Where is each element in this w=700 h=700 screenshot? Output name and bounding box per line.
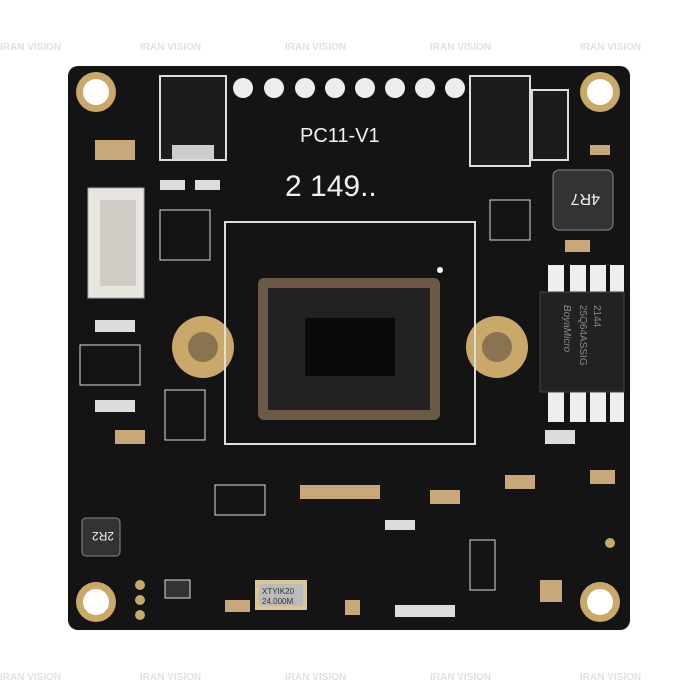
flash-chip-date: 2144 <box>591 305 602 328</box>
watermark-text: IRAN VISION <box>140 42 201 53</box>
smd-components <box>79 140 615 620</box>
watermark-text: IRAN VISION <box>140 672 201 683</box>
inductor-4r7 <box>552 169 614 231</box>
sensor-outline <box>224 221 476 445</box>
inductor-top-label: 4R7 <box>571 190 600 207</box>
watermark-text: IRAN VISION <box>430 672 491 683</box>
watermark-text: IRAN VISION <box>580 42 641 53</box>
watermark-text: IRAN VISION <box>0 672 61 683</box>
watermark-layer: IRAN VISION IRAN VISION IRAN VISION IRAN… <box>0 42 641 683</box>
inductor-2r2 <box>81 517 121 557</box>
mounting-holes <box>76 72 620 622</box>
model-label: PC11-V1 <box>300 125 380 147</box>
crystal-oscillator: XTYIK20 24.000M <box>255 580 307 610</box>
watermark-text: IRAN VISION <box>430 42 491 53</box>
inductor-bottom-label: 2R2 <box>92 529 114 543</box>
flash-chip-part: 25Q64ASSIG <box>577 305 588 366</box>
crystal-label-line2: 24.000M <box>262 597 293 606</box>
watermark-text: IRAN VISION <box>285 672 346 683</box>
crystal-label-line1: XTYIK20 <box>262 587 295 596</box>
flash-chip: 2144 25Q64ASSIG BoyaMicro <box>539 265 625 422</box>
flash-chip-brand: BoyaMicro <box>561 305 572 353</box>
diode-right <box>469 75 531 167</box>
sensor-die <box>305 318 395 376</box>
watermark-text: IRAN VISION <box>580 672 641 683</box>
watermark-text: IRAN VISION <box>0 42 61 53</box>
serial-label: 2 149.. <box>285 170 377 203</box>
header-pads <box>233 78 465 98</box>
watermark-text: IRAN VISION <box>285 42 346 53</box>
